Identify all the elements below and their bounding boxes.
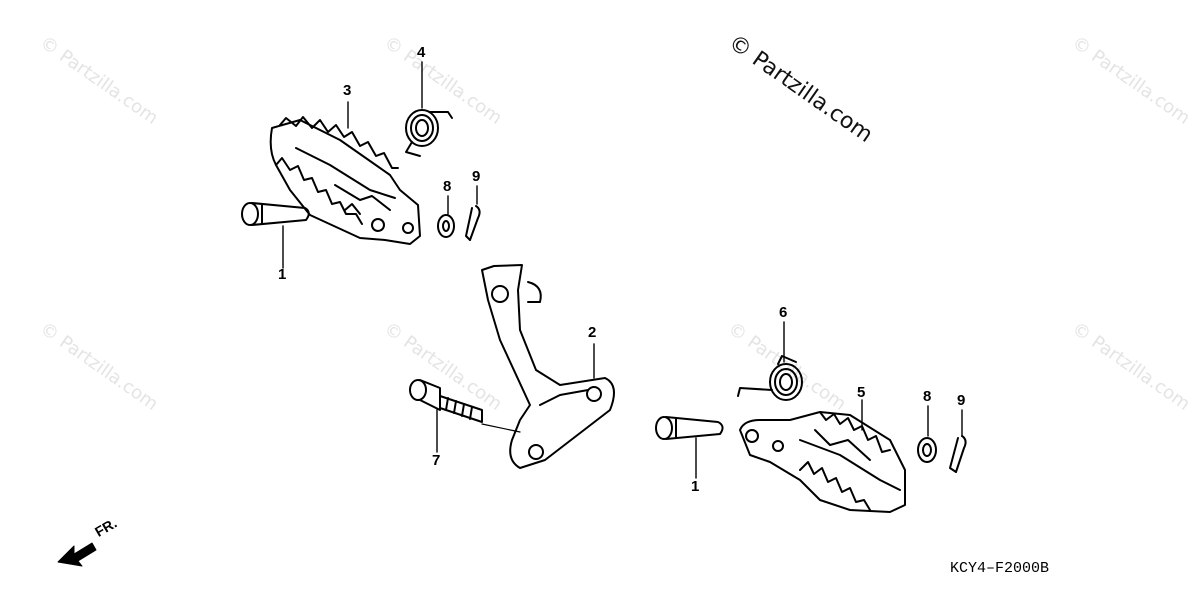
footpeg-left <box>269 116 421 245</box>
callout-1: 1 <box>691 478 700 495</box>
callout-9: 9 <box>957 392 966 409</box>
pin-lower <box>655 416 724 440</box>
pin-upper <box>241 202 310 226</box>
callout-2: 2 <box>588 324 597 341</box>
callout-1: 1 <box>278 266 287 283</box>
callout-8: 8 <box>923 388 932 405</box>
bracket <box>481 264 615 469</box>
callout-9: 9 <box>472 168 481 185</box>
callout-4: 4 <box>417 44 426 61</box>
bolt <box>409 379 521 433</box>
callout-6: 6 <box>779 304 788 321</box>
spring-lower <box>737 355 803 401</box>
cotter-pin-upper <box>465 205 481 241</box>
spring-upper <box>405 109 453 157</box>
cotter-pin-lower <box>949 435 967 473</box>
washer-upper <box>437 214 455 238</box>
callout-5: 5 <box>857 384 866 401</box>
diagram-code: KCY4–F2000B <box>950 560 1050 577</box>
footpeg-right <box>739 411 906 513</box>
leader-lines <box>282 61 963 479</box>
callout-3: 3 <box>343 82 352 99</box>
callout-7: 7 <box>432 452 441 469</box>
callout-8: 8 <box>443 178 452 195</box>
front-arrow-icon <box>57 542 97 567</box>
washer-lower <box>917 437 937 463</box>
